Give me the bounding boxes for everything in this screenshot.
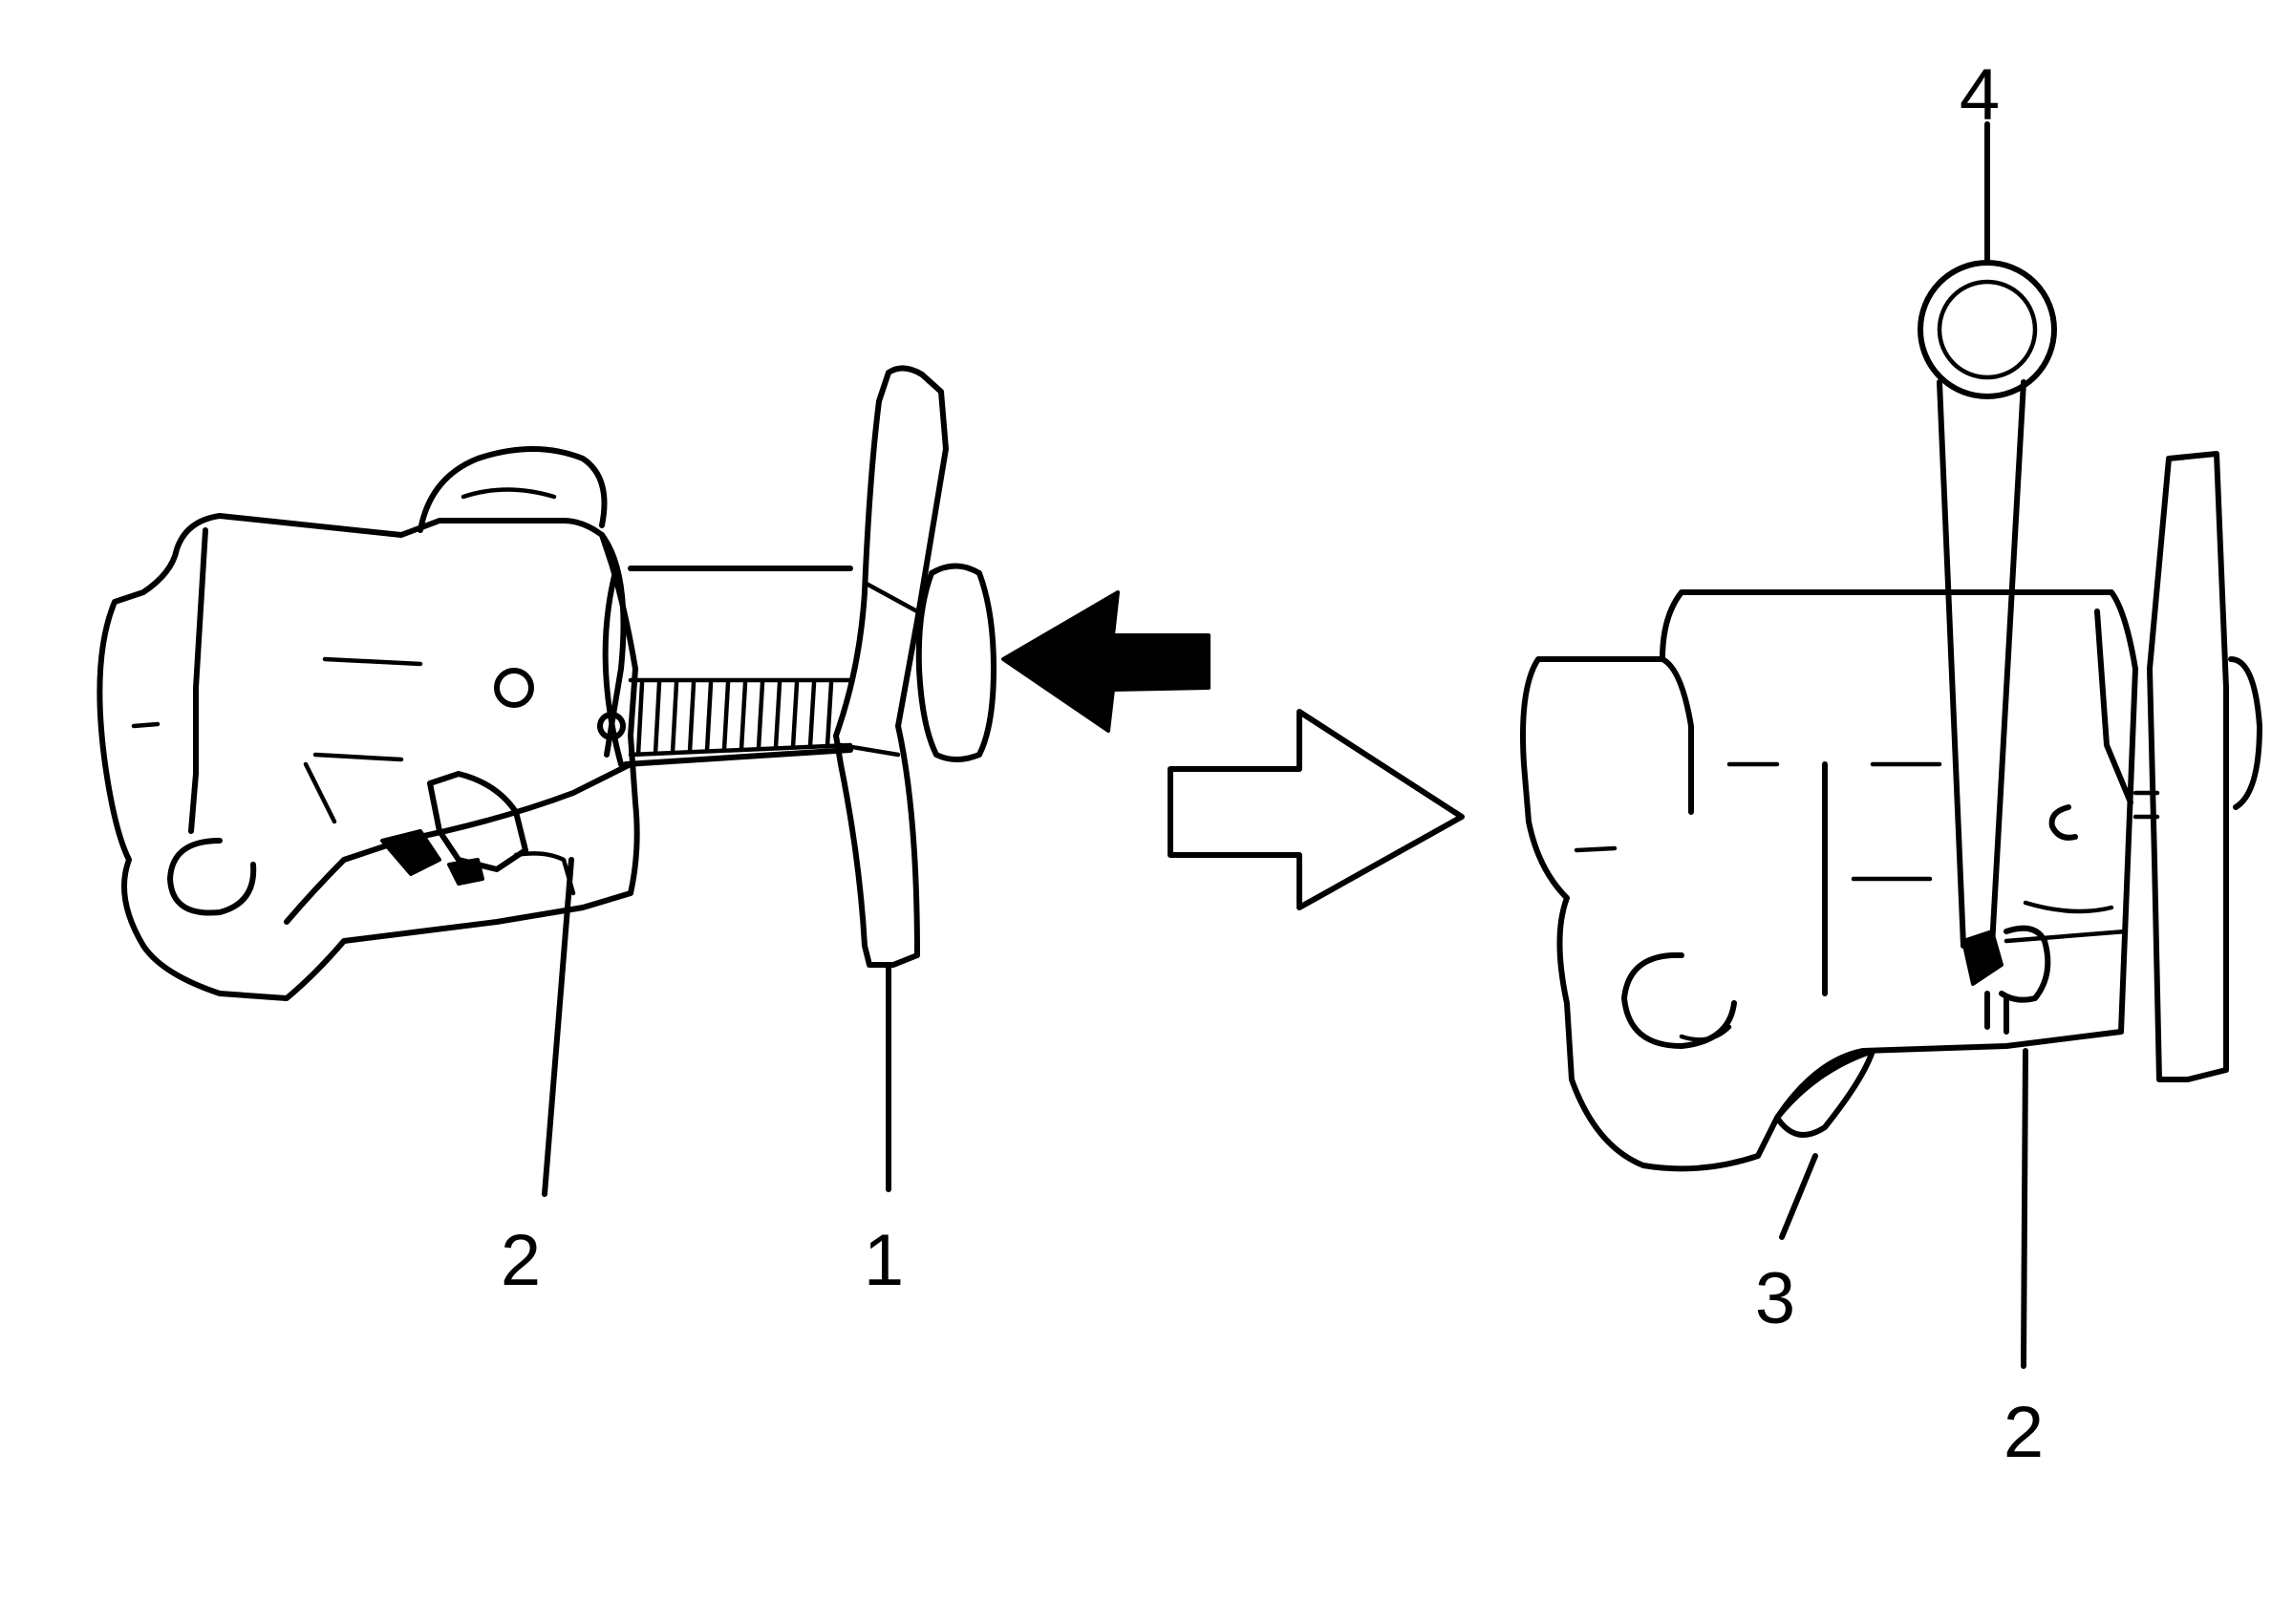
callout-right-4: 4 — [1960, 54, 2000, 136]
callout-left-2: 2 — [501, 1220, 541, 1301]
right-bolt-hole — [1621, 951, 1737, 1049]
callout-right-2: 2 — [2004, 1392, 2044, 1473]
left-top-ear — [418, 446, 608, 533]
left-plunger-cap — [915, 563, 996, 762]
right-tensioner-body — [1520, 589, 2138, 1172]
right-plunger-plate — [2147, 451, 2229, 1082]
push-arrow-icon — [1001, 590, 1211, 733]
left-latch — [427, 771, 528, 872]
left-plunger-plate — [833, 365, 949, 968]
right-plunger-cap — [2228, 656, 2262, 810]
callout-right-3: 3 — [1755, 1258, 1795, 1339]
left-assembly — [96, 365, 1211, 1197]
right-stopper-2 — [1961, 930, 2004, 986]
left-small-hole — [494, 668, 534, 708]
left-spring — [628, 677, 853, 758]
left-tensioner-body — [96, 513, 640, 1001]
right-assembly — [1520, 121, 2262, 1369]
right-pin-4 — [1918, 260, 2057, 949]
left-bolt-hole — [167, 838, 257, 916]
transition-arrow-icon — [1168, 709, 1465, 910]
right-small-hole — [2048, 804, 2078, 841]
left-plunger-shaft — [623, 566, 853, 767]
right-arm-3 — [1774, 1048, 1875, 1138]
callout-left-1: 1 — [864, 1220, 904, 1301]
